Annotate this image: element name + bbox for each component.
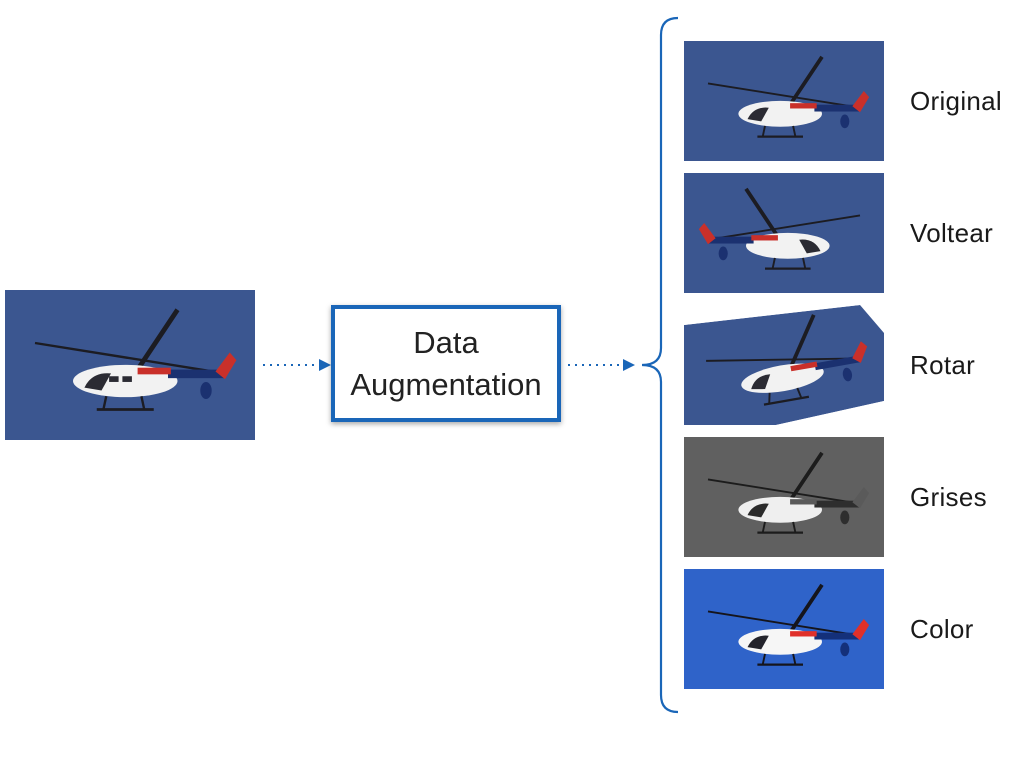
variant-label-color: Color (910, 614, 974, 644)
variant-image-rotated (684, 305, 884, 425)
variant-image-flipped (684, 173, 884, 293)
data-augmentation-box: Data Augmentation (331, 305, 561, 422)
curly-brace (641, 16, 679, 714)
variant-image-grayscale (684, 437, 884, 557)
variant-image-original (684, 41, 884, 161)
input-helicopter-image (5, 290, 255, 440)
arrow-to-variants (568, 359, 635, 371)
box-label-line2: Augmentation (350, 366, 542, 402)
variant-image-color (684, 569, 884, 689)
arrow-to-augmentation (263, 359, 331, 371)
variant-label-rotate: Rotar (910, 350, 976, 380)
variant-label-flip: Voltear (910, 218, 994, 248)
box-label-line1: Data (413, 324, 479, 360)
variant-label-grayscale: Grises (910, 482, 987, 512)
variant-label-original: Original (910, 86, 1002, 116)
